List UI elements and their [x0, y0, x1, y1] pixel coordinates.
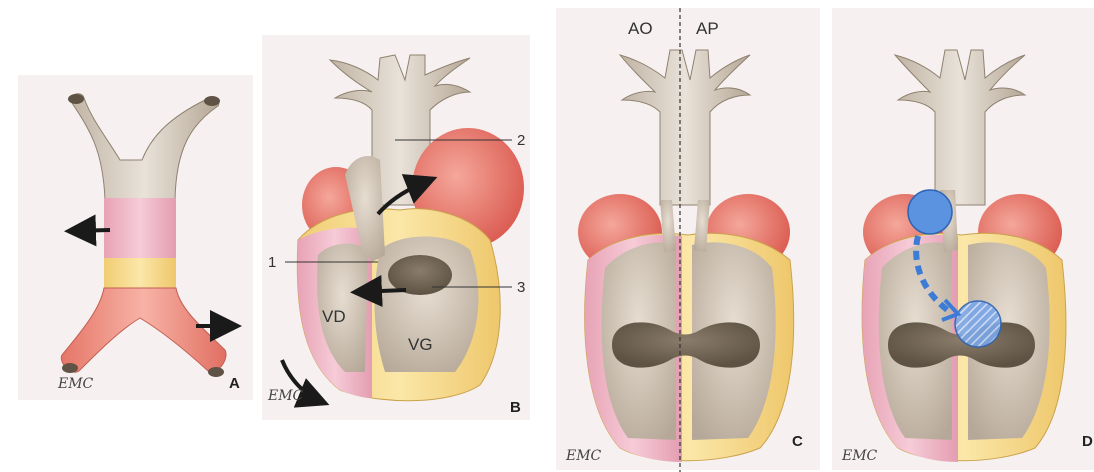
label-vg: VG: [408, 335, 433, 354]
vessel-opening: [68, 94, 84, 104]
panel-b: 2 1 3 VD VG EMC B: [262, 35, 530, 420]
panel-letter-c: C: [792, 433, 803, 450]
vessel-opening: [204, 96, 220, 106]
panel-c: AO AP EMC C: [556, 8, 820, 472]
blue-circle-hatched: [955, 301, 1001, 347]
emc-logo: EMC: [267, 388, 304, 404]
panel-a: EMC A: [18, 75, 253, 400]
blue-circle-origin: [908, 190, 952, 234]
arrow-shunt: [358, 290, 406, 292]
label-vd: VD: [322, 307, 346, 326]
vessel-opening: [62, 363, 78, 373]
label-2: 2: [517, 132, 525, 149]
pink-segment: [104, 198, 176, 260]
label-ao: AO: [628, 19, 653, 38]
arrow-left: [72, 230, 110, 231]
label-3: 3: [517, 279, 525, 296]
label-1: 1: [268, 254, 276, 271]
panel-letter-b: B: [510, 399, 521, 416]
panel-letter-a: A: [229, 375, 240, 392]
panel-letter-d: D: [1082, 433, 1093, 450]
yellow-segment: [104, 258, 176, 290]
emc-logo: EMC: [57, 376, 94, 392]
label-ap: AP: [696, 19, 719, 38]
emc-logo: EMC: [841, 448, 878, 464]
emc-logo: EMC: [565, 448, 602, 464]
vessel-opening: [208, 367, 224, 377]
panel-d: EMC D: [832, 8, 1094, 470]
